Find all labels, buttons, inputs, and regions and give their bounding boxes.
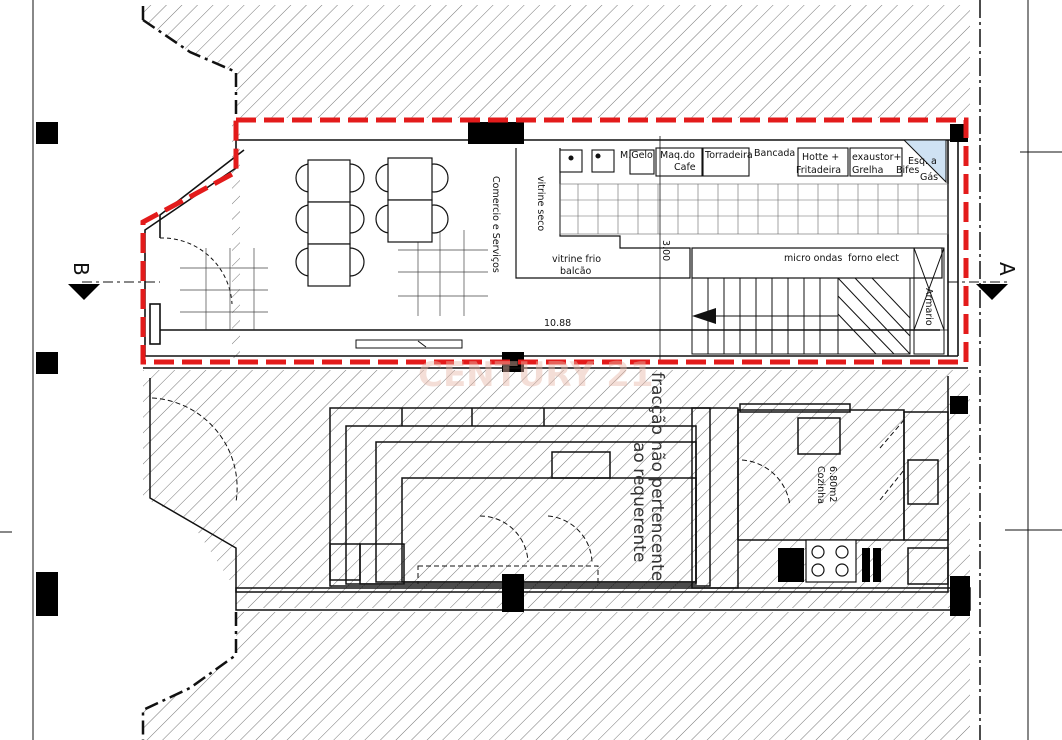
label-vitrine-seco: vitrine seco: [535, 176, 546, 231]
lower-pier-3: [950, 576, 970, 616]
label-hotte: Hotte +: [802, 152, 839, 163]
equipment-row: [559, 147, 903, 177]
label-bifes: Bifes: [896, 165, 919, 176]
kitchen-fryers: [862, 548, 881, 582]
neighbour-top-outline: [141, 5, 238, 118]
note-requerente: ao requerente: [629, 442, 649, 562]
label-micro-ondas: micro ondas: [784, 253, 842, 264]
section-label-a: A: [995, 262, 1019, 276]
label-fritadeira: Fritadeira: [796, 165, 841, 176]
kitchen-stove: [805, 539, 857, 583]
label-comercio: Comercio e Serviços: [490, 176, 501, 273]
entrance-door-swing: [159, 237, 233, 305]
label-vitrine-frio: vitrine frio: [552, 254, 601, 265]
column-2: [36, 352, 58, 374]
label-forno-elect: forno elect: [848, 253, 899, 264]
column-3: [36, 572, 58, 616]
property-boundary: [140, 117, 969, 365]
section-label-b: B: [69, 262, 93, 276]
label-cafe: Cafe: [674, 162, 696, 173]
lower-pier-1: [502, 574, 524, 612]
kitchen-fridge: [778, 548, 804, 582]
dimension-height: 3.00: [660, 240, 671, 261]
watermark: CENTURY 21: [418, 355, 654, 395]
lower-fraction-hatch: [143, 370, 970, 608]
label-exaustor: exaustor+: [852, 152, 902, 163]
label-bancada: Bancada: [754, 148, 795, 159]
label-torradeira: Torradeira: [704, 150, 753, 161]
label-gas: Gás: [920, 172, 938, 183]
note-fraccao: fracção não pertencente: [647, 372, 667, 581]
left-wall-hatch: [232, 118, 240, 358]
label-cozinha: Cozinha: [815, 466, 826, 504]
dimension-length: 10.88: [544, 318, 571, 329]
label-esq: Esq. a: [908, 156, 937, 167]
neighbour-top-hatch: [143, 5, 970, 118]
label-m-gelo: M.Gelo: [620, 150, 653, 161]
table-group-right: [375, 157, 449, 243]
neighbour-bottom-outline: [141, 612, 238, 740]
label-grelha: Grelha: [852, 165, 883, 176]
label-cozinha-area: 6.80m2: [827, 466, 838, 502]
label-balcao: balcão: [560, 266, 592, 277]
wall-pier-top: [468, 122, 524, 144]
label-maq-do: Maq.do: [660, 150, 695, 161]
lower-pier-2: [950, 396, 968, 414]
wall-pier-bottom: [502, 352, 524, 372]
floor-tiles: [180, 230, 488, 330]
stair-arrow: [692, 308, 716, 324]
work-surface-tiles: [559, 183, 949, 235]
section-arrow-b: [68, 284, 100, 300]
table-group-left: [295, 159, 365, 287]
wall-opening-marker: [355, 339, 463, 349]
neighbour-bottom-hatch: [143, 612, 970, 740]
label-armario: Armario: [923, 288, 934, 326]
column-1: [36, 122, 58, 144]
section-arrow-a: [976, 284, 1008, 300]
gas-cylinder-corner: [902, 139, 947, 184]
